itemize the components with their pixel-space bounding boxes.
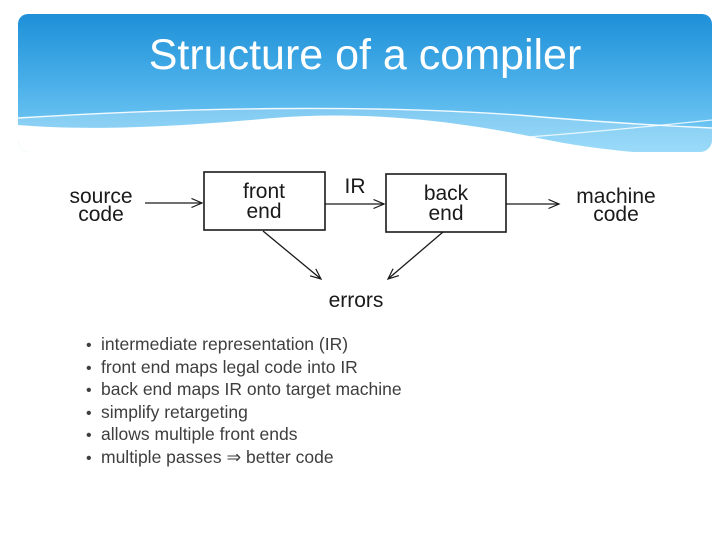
back-end-label-line2: end [428, 202, 463, 225]
bullet-marker: • [86, 449, 92, 467]
arrow-backend-to-errors [388, 231, 444, 279]
bullet-item: • front end maps legal code into IR [86, 356, 402, 379]
front-end-box [203, 171, 326, 231]
arrow-frontend-to-errors [262, 230, 321, 279]
bullet-item: • back end maps IR onto target machine [86, 378, 402, 401]
bullet-list: • intermediate representation (IR) • fro… [86, 333, 402, 469]
title-banner: Structure of a compiler [18, 14, 712, 152]
bullet-text: back end maps IR onto target machine [101, 379, 402, 400]
bullet-item: • multiple passes ⇒ better code [86, 446, 402, 469]
source-code-label-line2: code [78, 203, 124, 226]
compiler-structure-diagram: source code front end IR back end machin… [69, 171, 656, 312]
bullet-text: multiple passes ⇒ better code [101, 446, 334, 467]
bullet-text: simplify retargeting [101, 401, 248, 422]
banner-wave-decoration [18, 107, 712, 152]
bullet-text: front end maps legal code into IR [101, 356, 358, 377]
ir-label: IR [345, 175, 366, 198]
bullet-item: • simplify retargeting [86, 401, 402, 424]
bullet-text: allows multiple front ends [101, 424, 298, 445]
bullet-item: • allows multiple front ends [86, 423, 402, 446]
source-code-label-line1: source [69, 185, 132, 208]
bullet-text: intermediate representation (IR) [101, 334, 349, 354]
slide-title: Structure of a compiler [148, 31, 582, 79]
errors-label: errors [329, 289, 384, 312]
bullet-item: • intermediate representation (IR) [86, 333, 402, 356]
front-end-label-line2: end [246, 200, 281, 223]
back-end-label-line1: back [424, 182, 469, 205]
bullet-marker: • [86, 382, 92, 400]
machine-code-label-line2: code [593, 203, 639, 226]
back-end-box [385, 173, 507, 233]
bullet-marker: • [86, 359, 92, 377]
machine-code-label-line1: machine [576, 185, 655, 208]
bullet-marker: • [86, 337, 92, 354]
bullet-marker: • [86, 427, 92, 445]
front-end-label-line1: front [243, 180, 285, 203]
bullet-marker: • [86, 404, 92, 422]
